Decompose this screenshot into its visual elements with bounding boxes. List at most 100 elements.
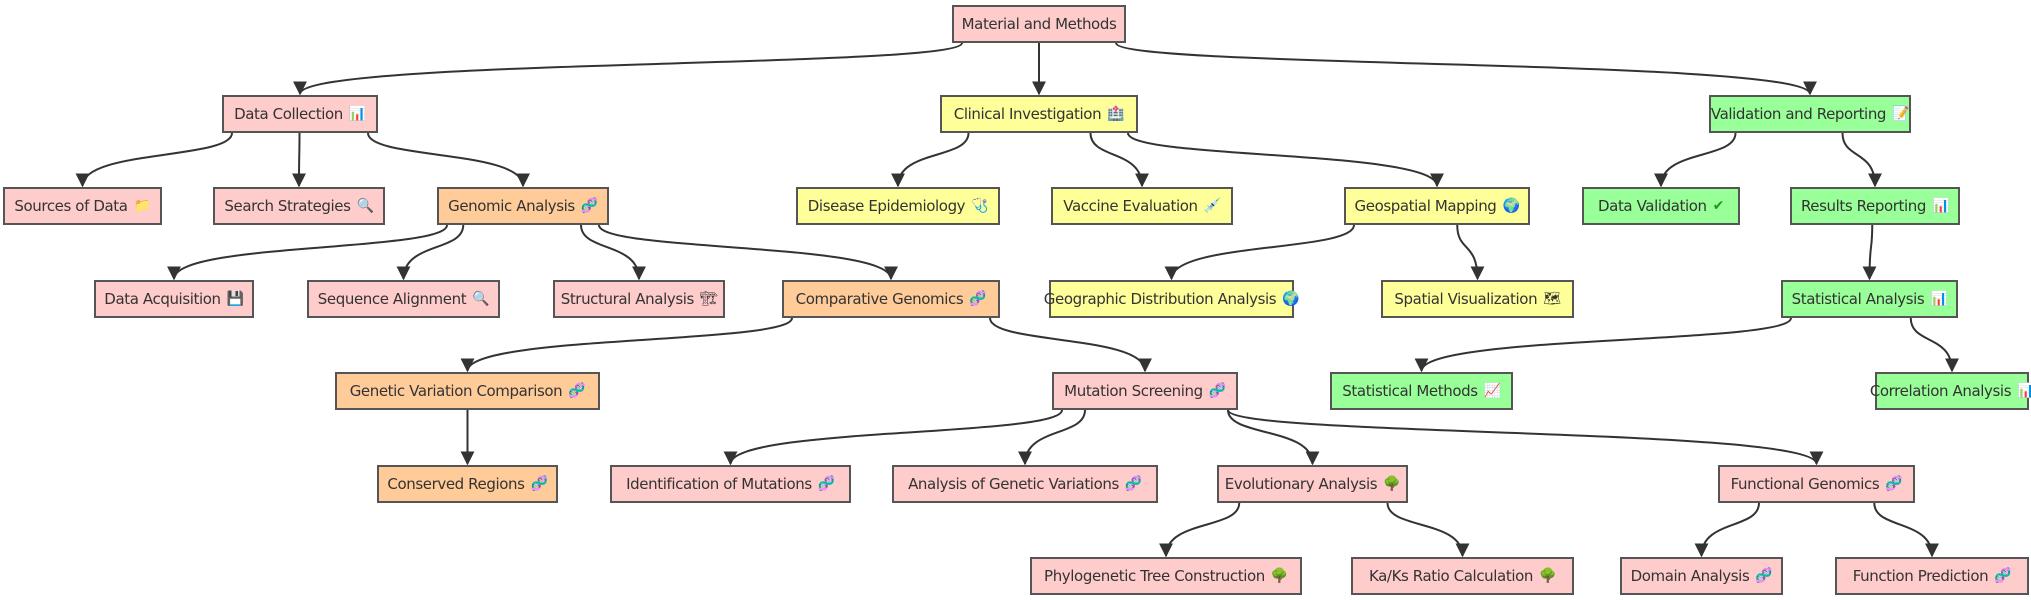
edge-ga-to-cg — [598, 224, 898, 281]
edge-ms-to-fg — [1227, 409, 1824, 466]
node-label: Statistical Analysis — [1791, 290, 1925, 308]
bar-chart-icon: 📊 — [1930, 291, 1948, 307]
dna-icon: 🧬 — [580, 198, 598, 214]
dna-icon: 🧬 — [1994, 568, 2012, 584]
node-sources-of-data[interactable]: Sources of Data 📁 — [3, 187, 162, 225]
syringe-icon: 💉 — [1203, 198, 1221, 214]
magnifier-icon: 🔍 — [356, 198, 374, 214]
node-conserved-regions[interactable]: Conserved Regions 🧬 — [377, 465, 558, 503]
folder-icon: 📁 — [133, 198, 151, 214]
edge-ci-to-de — [891, 132, 970, 188]
dna-icon: 🧬 — [1755, 568, 1773, 584]
node-search-strategies[interactable]: Search Strategies🔍 — [213, 187, 385, 225]
edge-dc-to-sod — [75, 132, 233, 188]
node-label: Analysis of Genetic Variations — [908, 475, 1119, 493]
check-icon: ✔ — [1712, 198, 1725, 214]
node-disease-epidemiology[interactable]: Disease Epidemiology 🩺 — [796, 187, 1000, 225]
node-evolutionary-analysis[interactable]: Evolutionary Analysis🌳 — [1217, 465, 1408, 503]
node-identification-of-mutations[interactable]: Identification of Mutations🧬 — [610, 465, 851, 503]
node-comparative-genomics[interactable]: Comparative Genomics🧬 — [782, 280, 1000, 318]
node-spatial-visualization[interactable]: Spatial Visualization 🗺 — [1381, 280, 1574, 318]
node-label: Sources of Data — [14, 197, 128, 215]
dna-icon: 🧬 — [568, 383, 586, 399]
node-statistical-methods[interactable]: Statistical Methods📈 — [1330, 372, 1513, 410]
node-label: Validation and Reporting — [1710, 105, 1887, 123]
edge-fg-to-doa — [1694, 502, 1760, 558]
node-label: Mutation Screening — [1064, 382, 1203, 400]
bar-chart-icon: 📊 — [2017, 383, 2031, 399]
node-label: Data Acquisition — [104, 290, 221, 308]
node-label: Phylogenetic Tree Construction — [1044, 567, 1265, 585]
dna-icon: 🧬 — [1208, 383, 1226, 399]
node-correlation-analysis[interactable]: Correlation Analysis📊 — [1870, 372, 2031, 410]
node-data-collection[interactable]: Data Collection📊 — [222, 95, 378, 133]
node-label: Spatial Visualization — [1394, 290, 1538, 308]
node-material-and-methods[interactable]: Material and Methods — [952, 5, 1126, 43]
edge-vr-to-dv — [1654, 132, 1737, 188]
edge-ms-to-iom — [723, 409, 1063, 466]
node-label: Sequence Alignment — [317, 290, 467, 308]
node-label: Identification of Mutations — [626, 475, 812, 493]
node-label: Structural Analysis — [560, 290, 695, 308]
edge-stan-to-ca — [1909, 317, 1959, 373]
node-label: Disease Epidemiology — [807, 197, 966, 215]
node-data-acquisition[interactable]: Data Acquisition 💾 — [94, 280, 254, 318]
node-label: Comparative Genomics — [795, 290, 964, 308]
node-label: Clinical Investigation — [953, 105, 1102, 123]
node-label: Results Reporting — [1800, 197, 1926, 215]
node-geospatial-mapping[interactable]: Geospatial Mapping 🌍 — [1344, 187, 1530, 225]
node-phylogenetic-tree-construction[interactable]: Phylogenetic Tree Construction🌳 — [1030, 557, 1302, 595]
edge-cg-to-ms — [989, 317, 1152, 373]
globe-icon: 🌍 — [1502, 198, 1520, 214]
edge-ga-to-sta — [580, 224, 646, 281]
node-structural-analysis[interactable]: Structural Analysis🏗 — [553, 280, 725, 318]
edge-root-to-vr — [1115, 42, 1817, 96]
node-label: Function Prediction — [1852, 567, 1989, 585]
map-icon: 🗺 — [1543, 291, 1561, 307]
node-mutation-screening[interactable]: Mutation Screening 🧬 — [1052, 372, 1238, 410]
node-label: Domain Analysis — [1630, 567, 1750, 585]
edge-ga-to-sa — [396, 224, 465, 281]
node-genomic-analysis[interactable]: Genomic Analysis 🧬 — [437, 187, 609, 225]
node-statistical-analysis[interactable]: Statistical Analysis 📊 — [1781, 280, 1958, 318]
node-results-reporting[interactable]: Results Reporting 📊 — [1790, 187, 1960, 225]
stethoscope-icon: 🩺 — [971, 198, 989, 214]
node-geographic-distribution-analysis[interactable]: Geographic Distribution Analysis🌍 — [1044, 280, 1300, 318]
node-label: Conserved Regions — [387, 475, 525, 493]
hospital-icon: 🏥 — [1107, 106, 1125, 122]
node-label: Evolutionary Analysis — [1224, 475, 1378, 493]
node-label: Genomic Analysis — [448, 197, 575, 215]
edge-stan-to-stm — [1414, 317, 1792, 373]
node-validation-and-reporting[interactable]: Validation and Reporting📝 — [1709, 95, 1911, 133]
node-label: Functional Genomics — [1730, 475, 1880, 493]
bar-chart-icon: 📊 — [1932, 198, 1950, 214]
node-functional-genomics[interactable]: Functional Genomics 🧬 — [1718, 465, 1915, 503]
edge-ga-to-da — [167, 224, 448, 281]
floppy-disk-icon: 💾 — [226, 291, 244, 307]
edge-gm-to-gda — [1164, 224, 1355, 281]
node-analysis-of-genetic-variations[interactable]: Analysis of Genetic Variations 🧬 — [892, 465, 1158, 503]
node-label: Geospatial Mapping — [1354, 197, 1497, 215]
edge-ms-to-ea — [1227, 409, 1320, 466]
edge-vr-to-rr — [1841, 132, 1882, 188]
edge-ea-to-ptc — [1159, 502, 1241, 558]
dna-icon: 🧬 — [1124, 476, 1142, 492]
dna-icon: 🧬 — [1885, 476, 1903, 492]
dna-icon: 🧬 — [530, 476, 548, 492]
node-label: Statistical Methods — [1342, 382, 1478, 400]
node-function-prediction[interactable]: Function Prediction 🧬 — [1835, 557, 2029, 595]
edge-ci-to-ve — [1089, 132, 1149, 188]
edge-root-to-dc — [293, 42, 963, 96]
node-data-validation[interactable]: Data Validation ✔ — [1582, 187, 1740, 225]
edge-ea-to-kks — [1386, 502, 1470, 558]
node-sequence-alignment[interactable]: Sequence Alignment🔍 — [307, 280, 500, 318]
edge-ms-to-agv — [1018, 409, 1086, 466]
node-label: Data Validation — [1598, 197, 1707, 215]
node-genetic-variation-comparison[interactable]: Genetic Variation Comparison🧬 — [335, 372, 600, 410]
node-domain-analysis[interactable]: Domain Analysis 🧬 — [1620, 557, 1783, 595]
node-vaccine-evaluation[interactable]: Vaccine Evaluation💉 — [1051, 187, 1233, 225]
globe-icon: 🌍 — [1282, 291, 1300, 307]
node-clinical-investigation[interactable]: Clinical Investigation 🏥 — [940, 95, 1138, 133]
node-ka-ks-ratio-calculation[interactable]: Ka/Ks Ratio Calculation🌳 — [1351, 557, 1574, 595]
